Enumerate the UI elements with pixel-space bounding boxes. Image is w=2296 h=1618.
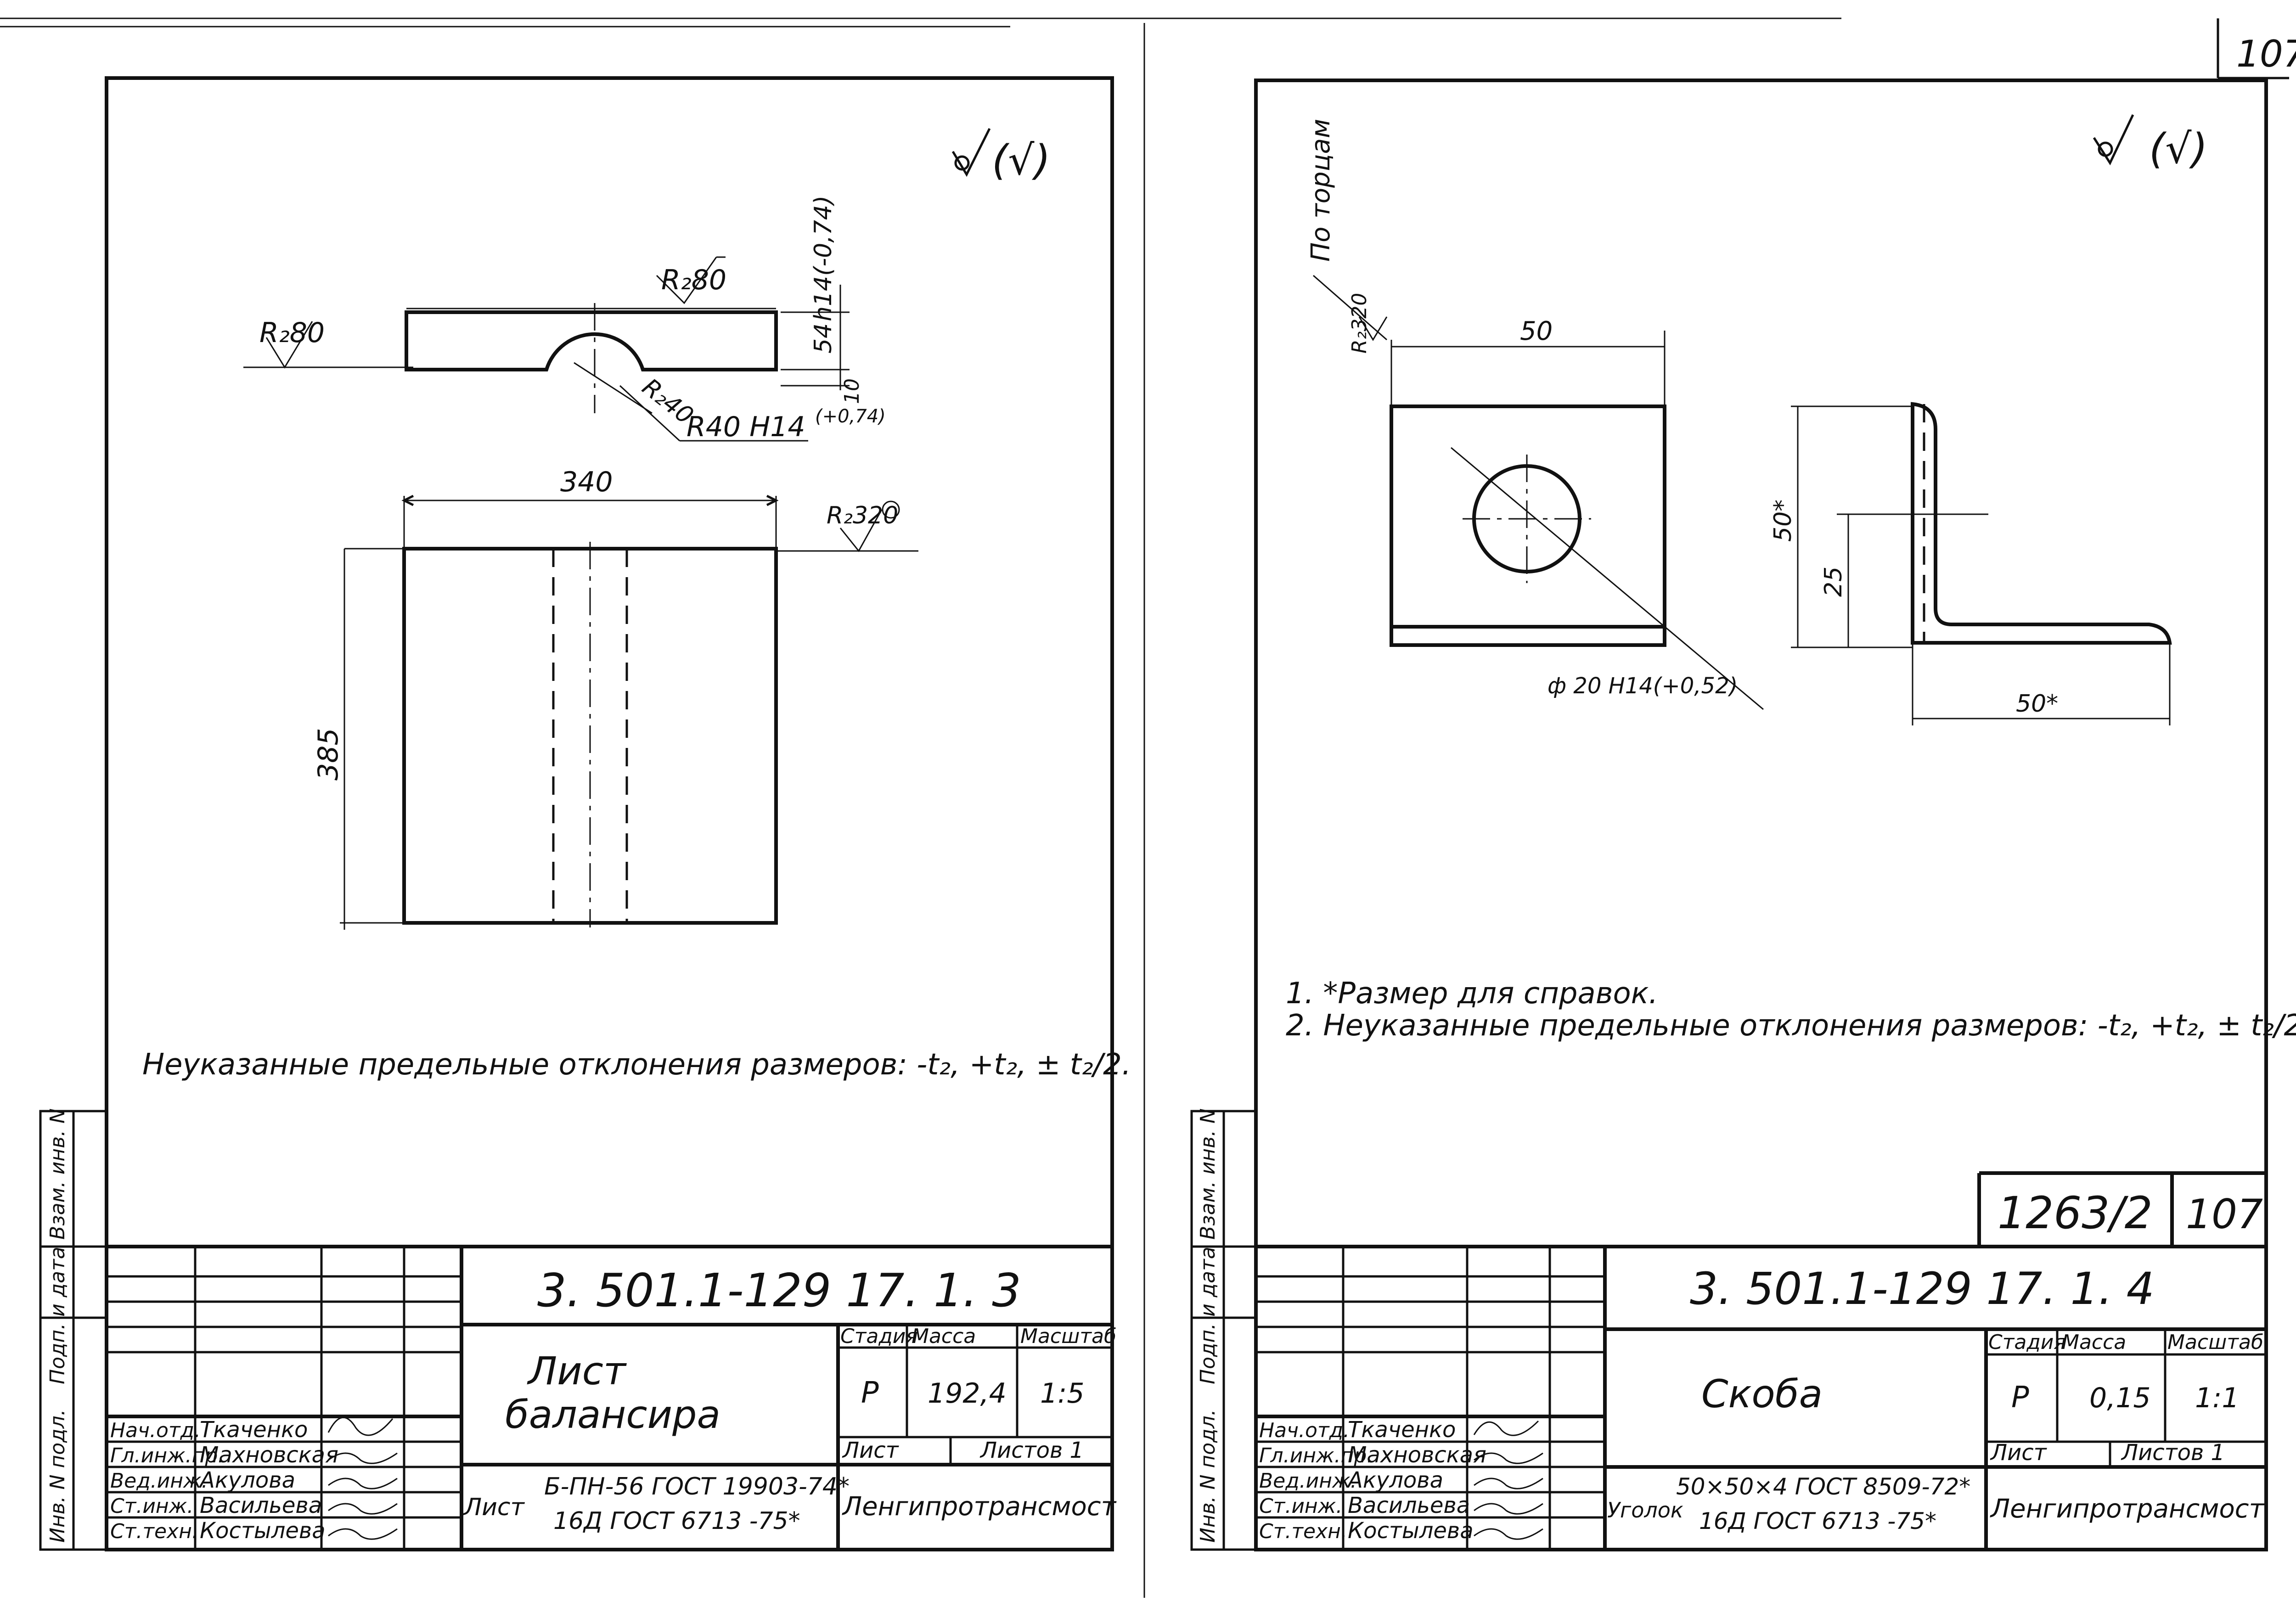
right-side-label-inv: Инв. N подл. xyxy=(1196,1409,1220,1543)
dim-r80-left: R₂80 xyxy=(259,317,325,349)
left-col-stage: Стадия xyxy=(840,1325,918,1348)
left-name-2: Акулова xyxy=(198,1467,295,1493)
right-stage: Р xyxy=(2011,1381,2029,1415)
left-title-line1: Лист xyxy=(527,1348,627,1393)
dim-385: 385 xyxy=(312,728,344,781)
left-mass: 192,4 xyxy=(928,1377,1007,1410)
right-reference-box xyxy=(1977,1171,2266,1247)
left-note: Неуказанные предельные отклонения размер… xyxy=(142,1048,1131,1082)
left-name-3: Васильева xyxy=(200,1493,322,1518)
right-role-3: Ст.инж. xyxy=(1259,1494,1342,1518)
left-role-3: Ст.инж. xyxy=(110,1494,193,1518)
left-name-1: Махновская xyxy=(200,1442,338,1468)
left-name-0: Ткаченко xyxy=(200,1417,308,1443)
right-side-label-vzam: Взам. инв. N xyxy=(1196,1108,1220,1240)
left-designation: 3. 501.1-129 17. 1. 3 xyxy=(537,1264,1021,1317)
left-col-mass: Масса xyxy=(912,1325,976,1348)
left-role-1: Гл.инж.пр. xyxy=(110,1444,224,1467)
dim-50-horizontal: 50* xyxy=(2016,690,2058,718)
left-title-line2: балансира xyxy=(505,1392,720,1437)
right-material-label: Уголок xyxy=(1607,1498,1683,1522)
left-scale: 1:5 xyxy=(1040,1377,1085,1410)
dim-10: 10 xyxy=(840,378,864,404)
right-mass: 0,15 xyxy=(2089,1382,2151,1414)
right-signatures xyxy=(1473,1420,1543,1540)
right-role-2: Вед.инж. xyxy=(1259,1469,1357,1493)
right-sheets-label: Листов 1 xyxy=(2121,1440,2225,1466)
right-name-2: Акулова xyxy=(1346,1467,1443,1493)
right-note-1: 1. *Размер для справок. xyxy=(1286,977,1658,1011)
bracket-front-view xyxy=(1390,331,1764,710)
right-roughness-symbol: (√) xyxy=(2093,114,2208,173)
left-stage: Р xyxy=(861,1376,879,1410)
right-name-3: Васильева xyxy=(1348,1493,1470,1518)
left-name-4: Костылева xyxy=(200,1518,326,1544)
left-material-label: Лист xyxy=(463,1494,525,1521)
right-designation: 3. 501.1-129 17. 1. 4 xyxy=(1690,1263,2155,1315)
dim-hole: ф 20 H14(+0,52) xyxy=(1548,673,1738,699)
right-roughness-text: (√) xyxy=(2149,125,2208,173)
right-col-scale: Масштаб xyxy=(2167,1331,2263,1354)
right-name-1: Махновская xyxy=(1348,1442,1486,1468)
left-material-line2: 16Д ГОСТ 6713 -75* xyxy=(553,1507,800,1535)
right-role-1: Гл.инж.пр. xyxy=(1259,1444,1373,1467)
right-material-line1: 50×50×4 ГОСТ 8509-72* xyxy=(1676,1473,1970,1500)
left-material-line1: Б-ПН-56 ГОСТ 19903-74* xyxy=(544,1473,850,1500)
right-org: Ленгипротрансмост xyxy=(1990,1494,2265,1524)
right-title-block xyxy=(1256,1245,2266,1550)
dim-r320-right: R₂320 xyxy=(1348,293,1371,354)
right-frame xyxy=(1254,79,2268,1551)
dim-50-top: 50 xyxy=(1520,316,1553,346)
dim-r80-top: R₂80 xyxy=(661,264,726,296)
right-sheet: Инв. N подл. Подп. и дата Взам. инв. N (… xyxy=(1190,79,2296,1551)
dim-54: 54 xyxy=(810,323,837,354)
left-role-2: Вед.инж. xyxy=(110,1469,208,1493)
right-title: Скоба xyxy=(1701,1371,1823,1416)
side-label-vzam: Взам. инв. N xyxy=(46,1108,69,1240)
side-label-sign: Подп. и дата xyxy=(46,1247,69,1384)
right-material-line2: 16Д ГОСТ 6713 -75* xyxy=(1699,1508,1936,1534)
right-role-4: Ст.техн. xyxy=(1259,1520,1347,1543)
right-name-4: Костылева xyxy=(1348,1518,1474,1544)
page-number: 107 xyxy=(2236,33,2296,75)
left-role-0: Нач.отд. xyxy=(110,1419,201,1442)
right-note-2: 2. Неуказанные предельные отклонения раз… xyxy=(1286,1009,2296,1043)
top-view xyxy=(243,256,850,442)
roughness-text: (√) xyxy=(992,136,1051,185)
front-view xyxy=(340,494,918,930)
left-frame xyxy=(105,76,1114,1551)
ref-page: 107 xyxy=(2186,1191,2263,1238)
left-sheet: Инв. N подл. Подп. и дата Взам. инв. N (… xyxy=(39,76,1131,1551)
left-col-scale: Масштаб xyxy=(1020,1325,1116,1348)
bracket-side-view xyxy=(1791,402,2172,725)
right-role-0: Нач.отд. xyxy=(1259,1419,1350,1442)
ref-number: 1263/2 xyxy=(1998,1187,2153,1239)
dim-340: 340 xyxy=(560,466,613,498)
right-sheet-label: Лист xyxy=(1990,1440,2048,1466)
right-name-0: Ткаченко xyxy=(1348,1417,1456,1443)
dim-r40h14: R40 H14 xyxy=(687,411,805,443)
dim-50-vertical: 50* xyxy=(1769,500,1797,542)
dim-25: 25 xyxy=(1820,567,1847,597)
left-sheet-label: Лист xyxy=(842,1438,900,1463)
right-side-label-sign: Подп. и дата xyxy=(1196,1247,1220,1384)
right-col-mass: Масса xyxy=(2062,1331,2126,1354)
right-col-stage: Стадия xyxy=(1988,1331,2066,1354)
left-role-4: Ст.техн. xyxy=(110,1520,198,1543)
left-sheets-label: Листов 1 xyxy=(979,1438,1084,1463)
roughness-symbol: (√) xyxy=(951,128,1051,185)
dim-h14-tol: h14(-0,74) xyxy=(810,196,837,321)
left-title-block xyxy=(107,1245,1112,1550)
left-org: Ленгипротрансмост xyxy=(842,1492,1117,1522)
dim-r320: R₂320 xyxy=(827,502,898,529)
left-signatures xyxy=(327,1416,398,1540)
dim-tol-plus: (+0,74) xyxy=(815,406,886,427)
side-label-inv: Инв. N подл. xyxy=(46,1409,69,1543)
dim-po-tortsam: По торцам xyxy=(1306,119,1336,262)
right-scale: 1:1 xyxy=(2195,1382,2240,1414)
